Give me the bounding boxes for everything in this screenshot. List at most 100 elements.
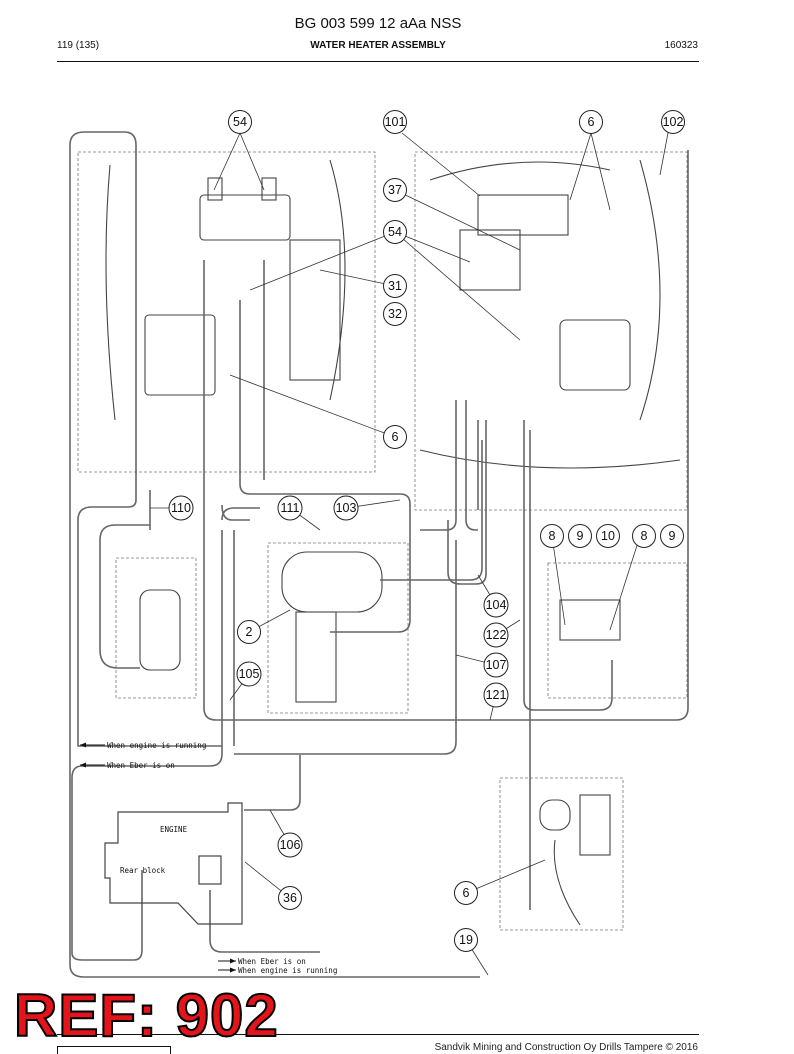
callout-19: 19 <box>454 928 478 952</box>
callout-102: 102 <box>661 110 685 134</box>
page-title: WATER HEATER ASSEMBLY <box>310 40 446 51</box>
callout-101: 101 <box>383 110 407 134</box>
header-rule <box>57 61 699 62</box>
hose-valve <box>99 540 140 669</box>
svg-text:19: 19 <box>459 933 473 947</box>
callout-107: 107 <box>483 652 509 678</box>
svg-text:36: 36 <box>283 891 297 905</box>
note-engine-running-2: When engine is running <box>238 966 337 975</box>
hose-104 <box>447 420 487 585</box>
callouts: 54 101 6 102 37 54 31 32 6 110 111 103 8… <box>168 110 685 952</box>
callout-32: 32 <box>383 302 407 326</box>
svg-text:32: 32 <box>388 307 402 321</box>
svg-text:6: 6 <box>588 115 595 129</box>
callout-9: 9 <box>568 524 592 548</box>
rear-block-label: Rear block <box>120 866 166 875</box>
callout-8: 8 <box>540 524 564 548</box>
hose-105 <box>203 260 448 721</box>
note-eber-on: When Eber is on <box>107 761 175 770</box>
callout-8: 8 <box>632 524 656 548</box>
ref-stamp: REF: 902 <box>13 982 279 1049</box>
svg-text:111: 111 <box>280 501 299 515</box>
photo-frame-top-left <box>77 151 376 473</box>
photo-frames <box>77 151 688 931</box>
hose-107 <box>234 540 457 755</box>
svg-text:104: 104 <box>486 598 507 612</box>
svg-text:2: 2 <box>246 625 253 639</box>
svg-text:8: 8 <box>549 529 556 543</box>
photo-frame-top-right <box>414 151 688 511</box>
arrow-head-eber-on-2 <box>230 958 236 964</box>
callout-54: 54 <box>383 220 407 244</box>
svg-text:8: 8 <box>641 529 648 543</box>
callout-111: 111 <box>277 495 303 521</box>
callout-121: 121 <box>483 682 509 708</box>
arrow-head-engine-running-2 <box>230 967 236 973</box>
hose-19 <box>69 145 480 978</box>
date-code: 160323 <box>664 40 698 51</box>
footer-copyright: Sandvik Mining and Construction Oy Drill… <box>434 1042 698 1053</box>
svg-text:122: 122 <box>486 628 507 642</box>
svg-text:6: 6 <box>392 430 399 444</box>
svg-text:106: 106 <box>280 838 301 852</box>
svg-text:105: 105 <box>239 667 260 681</box>
callout-36: 36 <box>278 886 302 910</box>
hose-36 <box>209 890 320 953</box>
hose-valve-top <box>99 524 150 541</box>
callout-110: 110 <box>168 495 194 521</box>
hose-107-up <box>420 400 457 531</box>
callout-31: 31 <box>383 274 407 298</box>
hose-106 <box>244 755 301 811</box>
callout-2: 2 <box>237 620 261 644</box>
document-code: BG 003 599 12 aAa NSS <box>294 15 462 32</box>
svg-text:6: 6 <box>463 886 470 900</box>
hose-110 <box>69 131 137 490</box>
notes: When engine is running When Eber is on E… <box>80 741 337 975</box>
rear-block <box>198 855 222 885</box>
note-eber-on-2: When Eber is on <box>238 957 306 966</box>
callout-122: 122 <box>483 622 509 648</box>
arrow-head-eber-on <box>80 762 86 768</box>
hose-engine-running <box>77 490 222 747</box>
footer-rule <box>57 1034 699 1035</box>
hose-eber-on <box>71 530 223 961</box>
photo-frame-manifold <box>547 562 688 699</box>
callout-54: 54 <box>228 110 252 134</box>
hose-121 <box>523 420 613 711</box>
svg-text:110: 110 <box>171 501 191 515</box>
callout-104: 104 <box>483 592 509 618</box>
hose-104-up <box>465 400 478 531</box>
sandvik-logo <box>57 1046 171 1054</box>
hose-111 <box>221 504 250 521</box>
callout-6: 6 <box>454 881 478 905</box>
svg-text:10: 10 <box>601 529 615 543</box>
page-number: 119 (135) <box>57 40 100 51</box>
svg-text:103: 103 <box>336 501 357 515</box>
hose-102 <box>448 150 689 721</box>
photo-detail <box>105 159 681 926</box>
svg-text:37: 37 <box>388 183 402 197</box>
svg-text:54: 54 <box>388 225 402 239</box>
callout-6: 6 <box>579 110 603 134</box>
arrow-head-engine-running <box>80 742 86 748</box>
svg-text:9: 9 <box>577 529 584 543</box>
callout-10: 10 <box>596 524 620 548</box>
svg-text:107: 107 <box>486 658 507 672</box>
svg-text:9: 9 <box>669 529 676 543</box>
hose-lines <box>69 131 689 978</box>
leader-lines <box>150 132 669 976</box>
photo-frame-heater <box>267 542 409 714</box>
svg-text:31: 31 <box>388 279 402 293</box>
svg-text:54: 54 <box>233 115 247 129</box>
callout-106: 106 <box>277 832 303 858</box>
callout-37: 37 <box>383 178 407 202</box>
hose-103 <box>239 300 411 633</box>
callout-6: 6 <box>383 425 407 449</box>
svg-text:101: 101 <box>385 115 406 129</box>
callout-103: 103 <box>333 495 359 521</box>
photo-frame-valve <box>115 557 197 699</box>
engine-label: ENGINE <box>160 825 188 834</box>
svg-text:102: 102 <box>663 115 684 129</box>
callout-105: 105 <box>236 661 262 687</box>
